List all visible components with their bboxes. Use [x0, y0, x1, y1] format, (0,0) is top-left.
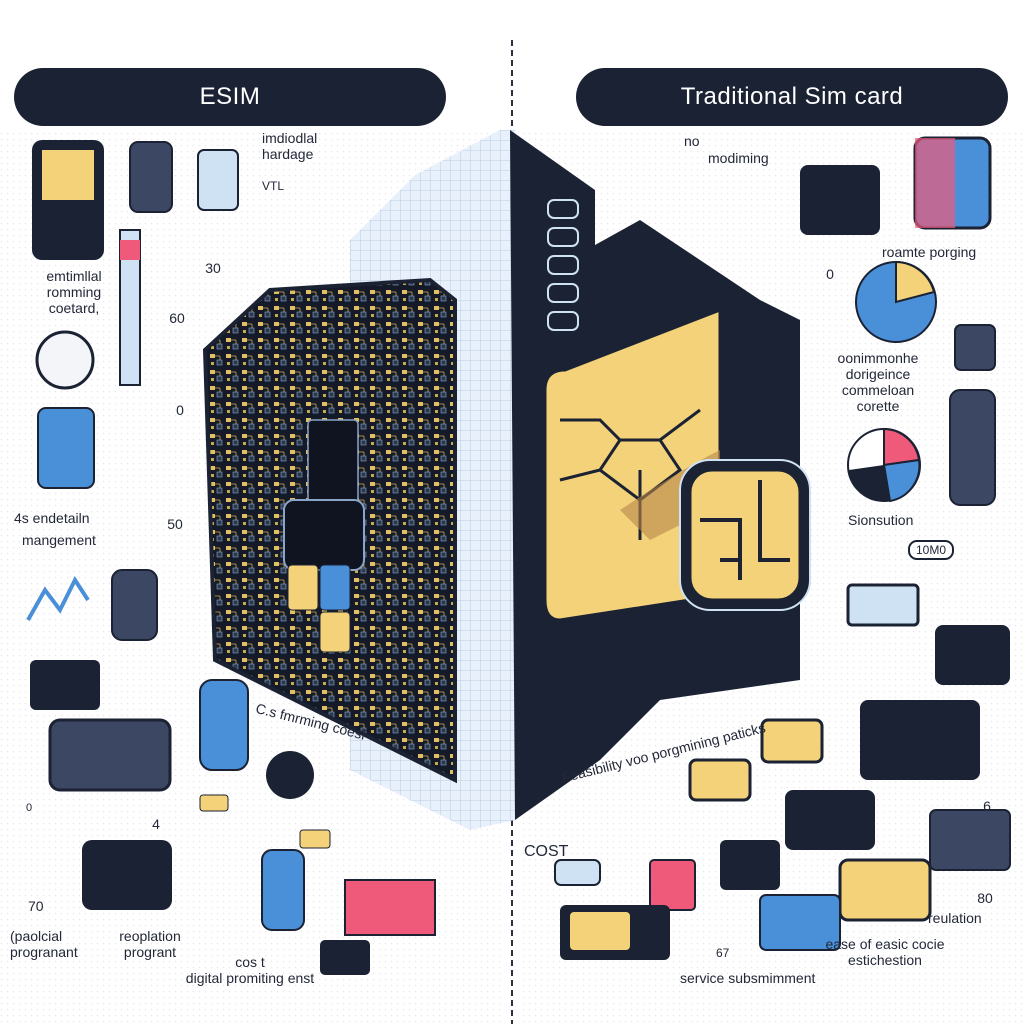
sim-chip-right-6	[720, 840, 780, 890]
signal-bar-icon	[119, 229, 141, 386]
label-service: service subsmimment	[680, 970, 816, 986]
traditional-sim-banner: Traditional Sim card	[576, 68, 1008, 126]
card-reader-icon	[82, 840, 172, 910]
pie-slice-blue	[882, 458, 921, 503]
reader-device-icon	[929, 809, 1011, 871]
sim-chip-right-3	[860, 700, 980, 780]
grid-card-icon	[320, 940, 370, 975]
database-stack-icon	[129, 141, 173, 213]
label-small-0: 0	[26, 802, 33, 814]
sim-chip-right-2	[760, 718, 824, 764]
sim-box-pink-side	[915, 138, 955, 228]
label-eminimal: emtimllal romming coetard,	[46, 268, 102, 316]
label-individual-hardware: imdiodlal hardage	[262, 130, 318, 162]
esim-processor	[307, 419, 359, 511]
phone-screen-icon	[42, 150, 94, 200]
label-regulation-left: reoplation progrant	[119, 928, 181, 960]
label-circle-60: 60	[169, 310, 185, 326]
label-ease: ease of easic cocie estichestion	[825, 936, 945, 968]
label-physical: (paolcial progranant	[10, 928, 78, 960]
sim-chip-right-5	[785, 790, 875, 850]
traditional-sim-title: Traditional Sim card	[680, 83, 904, 110]
label-digital-cost: cos t digital promiting enst	[185, 954, 315, 986]
sim-slot-5	[547, 311, 579, 331]
sim-chip-right-1	[935, 625, 1010, 685]
label-circle-30-a: 30	[205, 260, 221, 276]
coin-stack-icon	[261, 849, 305, 931]
label-remote-porting: roamte porging	[882, 244, 977, 260]
colored-stack-icon	[344, 879, 436, 936]
sim-slot-4	[547, 283, 579, 303]
label-regulation-right: reulation	[928, 910, 982, 926]
blue-card-icon	[759, 894, 841, 951]
pie-slice-pink	[883, 427, 921, 467]
esim-contact-2	[319, 564, 351, 611]
lightbulb-icon	[35, 330, 95, 390]
label-operational: oonimmonhe dorigeince commeloan corette	[837, 350, 919, 414]
sim-stack-icon	[800, 165, 880, 235]
label-circle-0: 0	[176, 402, 184, 418]
sim-chip-right-7	[838, 858, 932, 922]
label-circle-50: 50	[167, 516, 183, 532]
sim-slot-1	[547, 199, 579, 219]
sim-small-chip	[688, 468, 802, 602]
label-circle-67: 67	[716, 946, 730, 960]
server-stack-icon	[199, 679, 249, 771]
esim-chip-block	[283, 499, 365, 571]
label-modimming: modiming	[708, 150, 769, 166]
cube-icon	[954, 324, 996, 371]
label-enderation: 4s endetailn	[14, 510, 90, 526]
esim-contact-1	[287, 564, 319, 611]
label-circle-6: 6	[983, 798, 991, 814]
pill-badge: 10M0	[908, 540, 955, 560]
chart-line-icon	[26, 575, 90, 621]
esim-contact-3	[319, 611, 351, 653]
device-block-icon	[30, 660, 100, 710]
sim-small-chip-contacts	[700, 480, 790, 580]
sim-tray-icon	[48, 718, 172, 792]
storage-icon	[111, 569, 158, 641]
cylinder-icon	[37, 407, 95, 489]
small-pill-icon	[554, 859, 601, 886]
label-circle-0-right: 0	[826, 266, 834, 282]
label-circle-80: 80	[977, 890, 993, 906]
sim-chip-contacts	[559, 408, 701, 540]
signal-bar-pink	[120, 240, 140, 260]
card-stack-icon	[649, 859, 696, 911]
pie-slice-navy	[849, 465, 890, 502]
esim-title: ESIM	[199, 83, 261, 110]
label-no: no	[684, 133, 700, 149]
stack-cylinder-icon	[949, 389, 996, 506]
label-circle-4: 4	[152, 816, 160, 832]
label-cost: COST	[524, 843, 569, 860]
pie-slice-gold	[895, 260, 936, 304]
small-chip-left-1	[199, 794, 229, 812]
disc-icon	[266, 751, 314, 799]
usb-reader-icon	[846, 583, 920, 627]
layers-icon	[197, 149, 239, 211]
sim-slot-3	[547, 255, 579, 275]
sim-chip-right-4	[688, 758, 752, 802]
esim-banner: ESIM	[14, 68, 446, 126]
sim-chip-right-8-gold	[570, 912, 630, 950]
label-vtl: VTL	[262, 179, 285, 193]
label-signature: Sionsution	[848, 512, 914, 528]
label-management: mangement	[22, 532, 96, 548]
sim-slot-2	[547, 227, 579, 247]
small-chip-left-2	[299, 829, 331, 849]
label-circle-70: 70	[28, 898, 44, 914]
